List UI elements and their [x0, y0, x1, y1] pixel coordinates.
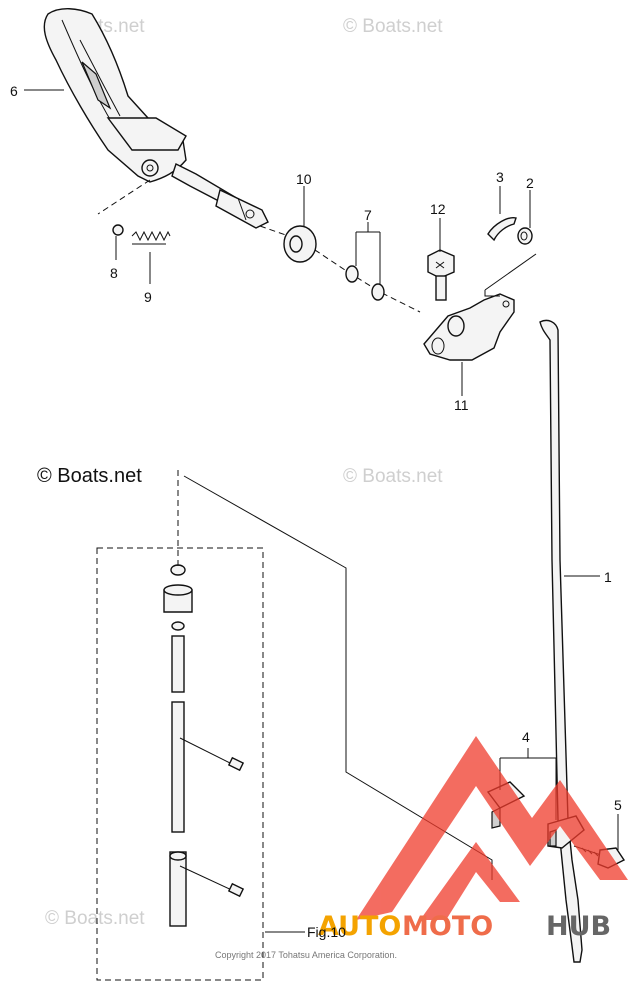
tiller-handle-part — [43, 8, 269, 229]
bracket-part — [423, 293, 515, 361]
callout-9: 9 — [144, 289, 152, 305]
callout-12: 12 — [430, 201, 446, 217]
bolt-part — [427, 249, 455, 301]
ball-part — [112, 224, 124, 236]
logo-text-moto: MOTO — [402, 911, 493, 942]
watermark-mid-left: © Boats.net — [37, 465, 142, 487]
callout-4: 4 — [522, 729, 530, 745]
fig10-inset-box — [96, 547, 264, 981]
o-ring-parts — [345, 222, 385, 301]
washer-part — [283, 225, 317, 263]
copyright-text: Copyright 2017 Tohatsu America Corporati… — [215, 950, 397, 960]
callout-5: 5 — [614, 797, 622, 813]
small-washer-part — [517, 227, 533, 245]
fig10-inset-parts — [163, 564, 245, 927]
callout-3: 3 — [496, 169, 504, 185]
automotohub-wordmark: AUTO MOTO HUB — [318, 911, 611, 942]
watermark-top-right: © Boats.net — [343, 16, 443, 37]
automotohub-logo — [356, 736, 628, 920]
watermark-mid-right: © Boats.net — [343, 466, 443, 487]
clip-part — [487, 217, 517, 242]
callout-6: 6 — [10, 83, 18, 99]
figure-label: Fig.10 — [307, 924, 346, 940]
callout-2: 2 — [526, 175, 534, 191]
logo-text-auto: AUTO — [318, 911, 401, 942]
link-rod-part — [539, 319, 583, 963]
callout-8: 8 — [110, 265, 118, 281]
callout-1: 1 — [604, 569, 612, 585]
callout-7: 7 — [364, 207, 372, 223]
callout-11: 11 — [454, 397, 469, 413]
logo-text-hub: HUB — [546, 911, 611, 942]
watermark-bottom-left: © Boats.net — [45, 908, 145, 929]
callout-10: 10 — [296, 171, 312, 187]
spring-part — [131, 230, 171, 245]
